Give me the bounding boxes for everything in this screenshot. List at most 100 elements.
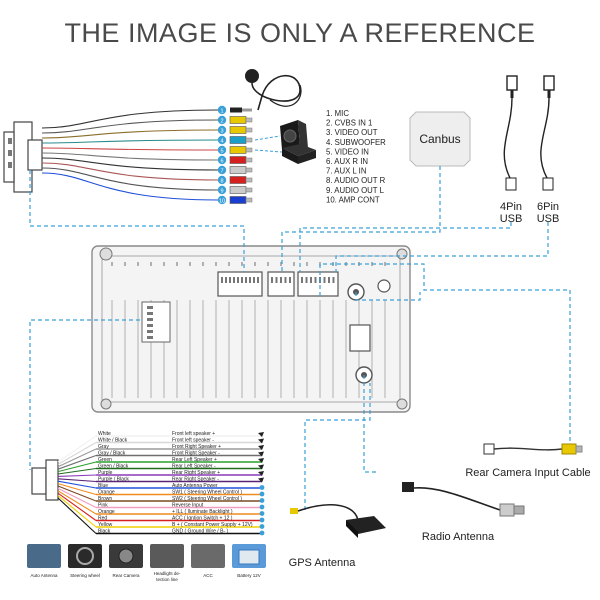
speaker-icon: [258, 432, 264, 437]
harness-badge: [259, 491, 265, 497]
accessory-icon: Rear Camera: [109, 544, 143, 578]
rca-plug-icon: [229, 196, 253, 204]
mic-plug-icon: [230, 107, 252, 113]
accessory-label: tection line: [156, 577, 178, 582]
connector-number: 5: [220, 149, 223, 155]
top-wire: [41, 167, 219, 191]
connector-number: 9: [220, 189, 223, 195]
harness-wire-function: Front left speaker +: [172, 431, 215, 437]
connector-label: 7. AUX L IN: [326, 167, 366, 176]
usb-6pin-label-1: 6Pin: [537, 201, 559, 213]
speaker-icon: [258, 438, 264, 444]
subwoofer-icon: [280, 120, 308, 150]
top-wire: [41, 152, 219, 161]
top-wire: [41, 139, 219, 144]
accessory-icon: Auto Antenna: [27, 544, 61, 578]
connector-number-badge: 8: [217, 175, 227, 185]
connector-number-badge: 9: [217, 185, 227, 195]
harness-wire-color: Brown: [98, 496, 112, 502]
top-wire: [41, 129, 219, 139]
connector-number: 10: [219, 199, 225, 205]
accessory-icon: Steering wheel: [68, 544, 102, 578]
page-title: THE IMAGE IS ONLY A REFERENCE: [64, 18, 536, 48]
connector-label: 3. VIDEO OUT: [326, 128, 378, 137]
connector-number: 2: [220, 119, 223, 125]
port-aux: [267, 271, 295, 297]
speaker-icon: [258, 445, 264, 450]
connector-number-badge: 2: [217, 115, 227, 125]
harness-row: Orange+ ILL ( Iluminate Backlight ): [57, 490, 265, 516]
connector-label: 2. CVBS IN 1: [326, 119, 372, 128]
harness-wire-function: Front left speaker -: [172, 438, 214, 444]
accessory-icon: Battery 12V: [232, 544, 266, 578]
radio-antenna-icon: Radio Antenna: [402, 482, 525, 543]
heatsink-fins: [111, 262, 386, 398]
rca-plug-icon: [229, 176, 253, 184]
rca-plug-icon: [229, 126, 253, 134]
connector-label: 9. AUDIO OUT L: [326, 186, 385, 195]
speaker-icon: [258, 458, 264, 463]
microphone-icon: [245, 69, 302, 111]
harness-badge: [259, 498, 265, 503]
connector-number-badge: 1: [217, 105, 227, 115]
radio-antenna-label: Radio Antenna: [422, 531, 495, 543]
accessory-label: ACC: [203, 573, 213, 578]
rca-plug-icon: [229, 116, 253, 124]
harness-badge: [259, 485, 265, 490]
top-wire: [41, 162, 219, 181]
connector-number: 1: [220, 109, 223, 115]
harness-wire-color: Gray: [98, 444, 109, 450]
accessory-label: Steering wheel: [70, 573, 100, 578]
connector-number-badge: 7: [217, 165, 227, 175]
connector-label: 4. SUBWOOFER: [326, 138, 386, 147]
rca-plug-icon: [229, 186, 253, 194]
top-wire: [41, 172, 219, 201]
harness-wire-color: Blue: [98, 483, 108, 489]
harness-wire-color: Purple: [98, 470, 113, 476]
harness-wire-function: B + ( Constant Power Supply + 12V): [172, 522, 253, 528]
connector-number-badge: 5: [217, 145, 227, 155]
harness-wire-color: Orange: [98, 490, 115, 496]
gps-antenna-label: GPS Antenna: [289, 557, 357, 569]
video-box-icon: [282, 144, 316, 164]
harness-wire-color: Green / Black: [98, 464, 129, 470]
canbus-label: Canbus: [419, 132, 460, 146]
rca-plug-icon: [229, 156, 253, 164]
harness-wire-function: Rear Left Speaker +: [172, 457, 217, 463]
connector-number: 4: [220, 139, 223, 145]
connector-number-badge: 3: [217, 125, 227, 135]
usb-cables: 4Pin USB 6Pin USB: [500, 75, 559, 225]
usb-4pin-label-1: 4Pin: [500, 201, 522, 213]
connector-label: 1. MIC: [326, 109, 349, 118]
harness-wire-function: SW2 ( Steering Wheel Control ): [172, 496, 242, 502]
harness-wire-color: Green: [98, 457, 112, 463]
connector-number: 3: [220, 129, 223, 135]
top-left-connector: [3, 121, 43, 193]
harness-wire-color: Purple / Black: [98, 477, 129, 483]
accessory-label: Rear Camera: [112, 573, 140, 578]
connector-number-badge: 10: [217, 195, 227, 205]
port-main: [217, 271, 263, 297]
top-wire: [41, 119, 219, 134]
top-wire: [41, 109, 219, 129]
connector-label: 5. VIDEO IN: [326, 147, 369, 156]
head-unit-rear: [91, 245, 411, 413]
harness-wire-function: Rear Right Speaker +: [172, 470, 220, 476]
connector-label: 6. AUX R IN: [326, 157, 368, 166]
harness-row: Green Rear Left Speaker +: [57, 457, 264, 473]
harness-wire-color: Gray / Black: [98, 451, 126, 457]
connector-number: 8: [220, 179, 223, 185]
